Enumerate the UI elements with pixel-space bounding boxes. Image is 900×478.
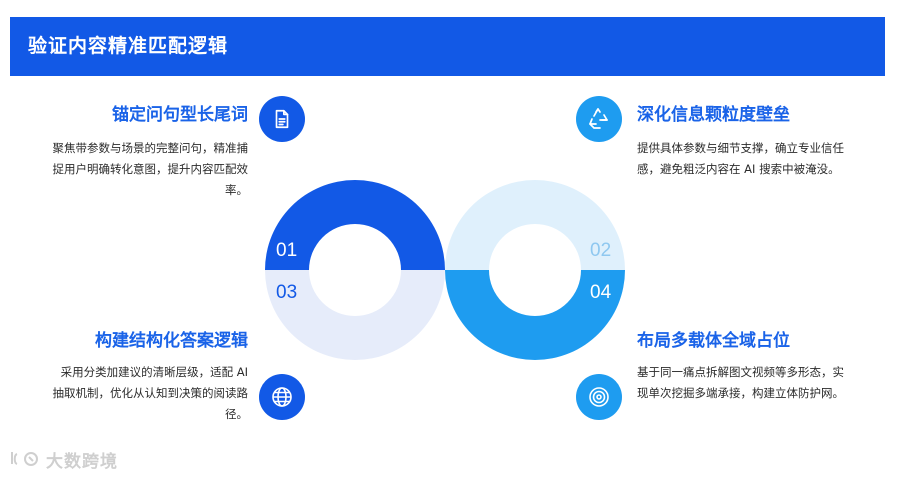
document-icon [259, 96, 305, 142]
item-desc-line: 聚焦带参数与场景的完整问句，精准捕 [52, 141, 249, 155]
item-desc-02: 提供具体参数与细节支撑，确立专业信任 感，避免粗泛内容在 AI 搜索中被淹没。 [637, 138, 887, 180]
brand-logo: 大数跨境 [8, 447, 118, 472]
item-title-04: 布局多载体全域占位 [637, 331, 790, 351]
item-title-02: 深化信息颗粒度壁垒 [637, 105, 790, 125]
header-banner: 验证内容精准匹配逻辑 [10, 17, 885, 76]
logo-text: 大数跨境 [46, 451, 118, 472]
item-title-01: 锚定问句型长尾词 [112, 105, 248, 125]
logo-icon [11, 452, 38, 466]
item-desc-03: 采用分类加建议的清晰层级，适配 AI 抽取机制，优化从认知到决策的阅读路 径。 [28, 362, 249, 425]
item-desc-line: 采用分类加建议的清晰层级，适配 AI [60, 365, 248, 379]
step-number-01: 01 [276, 240, 298, 261]
recycle-icon [576, 96, 622, 142]
item-desc-line: 基于同一痛点拆解图文视频等多形态，实 [637, 365, 844, 379]
item-desc-line: 提供具体参数与细节支撑，确立专业信任 [637, 141, 844, 155]
globe-icon [259, 374, 305, 420]
step-number-04: 04 [590, 282, 612, 303]
item-desc-04: 基于同一痛点拆解图文视频等多形态，实 现单次挖掘多端承接，构建立体防护网。 [637, 362, 887, 404]
item-desc-line: 径。 [225, 407, 248, 421]
item-title-03: 构建结构化答案逻辑 [95, 331, 248, 351]
ring-segment-01 [265, 180, 445, 270]
item-desc-line: 率。 [225, 183, 248, 197]
item-desc-line: 现单次挖掘多端承接，构建立体防护网。 [637, 386, 844, 400]
step-number-02: 02 [590, 240, 612, 261]
item-desc-01: 聚焦带参数与场景的完整问句，精准捕 捉用户明确转化意图，提升内容匹配效 率。 [28, 138, 249, 201]
ring-segment-04 [445, 270, 625, 360]
item-desc-line: 感，避免粗泛内容在 AI 搜索中被淹没。 [637, 162, 840, 176]
ring-segment-02 [445, 180, 625, 270]
step-number-03: 03 [276, 282, 298, 303]
ring-segment-03 [265, 270, 445, 360]
page-title: 验证内容精准匹配逻辑 [28, 35, 229, 57]
item-desc-line: 捉用户明确转化意图，提升内容匹配效 [52, 162, 249, 176]
item-desc-line: 抽取机制，优化从认知到决策的阅读路 [52, 386, 249, 400]
target-icon [576, 374, 622, 420]
